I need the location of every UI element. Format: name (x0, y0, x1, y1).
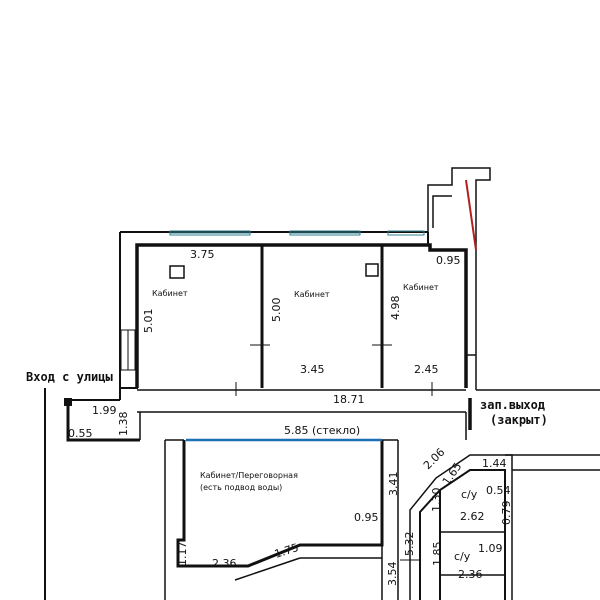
windows (120, 179, 477, 442)
dim-3-75: 3.75 (190, 248, 215, 261)
column-1 (64, 398, 72, 406)
dim-0-79: 0.79 (500, 501, 513, 526)
dim-2-45: 2.45 (414, 363, 439, 376)
room-label-meeting-1: Кабинет/Переговорная (200, 471, 298, 480)
dim-0-95-top: 0.95 (436, 254, 461, 267)
dim-3-54: 3.54 (386, 562, 399, 587)
dim-1-99: 1.99 (92, 404, 117, 417)
room-label-office-3: Кабинет (403, 283, 439, 292)
dim-1-75: 1.75 (273, 541, 300, 561)
room-label-office-1: Кабинет (152, 289, 188, 298)
emergency-exit-label-1: зап.выход (480, 398, 545, 412)
walls (44, 167, 600, 600)
dim-5-32: 5.32 (403, 532, 416, 557)
dim-0-54: 0.54 (486, 484, 511, 497)
dim-4-98: 4.98 (389, 296, 402, 321)
dim-0-95-mid: 0.95 (354, 511, 379, 524)
room-label-wc-2: с/у (454, 550, 471, 563)
dim-1-17: 1.17 (176, 542, 189, 567)
room-label-meeting-2: (есть подвод воды) (200, 483, 282, 492)
dim-2-36-left: 2.36 (212, 557, 237, 570)
room-label-office-2: Кабинет (294, 290, 330, 299)
dim-2-06: 2.06 (421, 446, 448, 473)
dim-1-38: 1.38 (117, 412, 130, 437)
room-label-wc-1: с/у (461, 488, 478, 501)
emergency-exit-label-2: (закрыт) (490, 413, 548, 427)
dim-1-44: 1.44 (482, 457, 507, 470)
dim-3-41: 3.41 (387, 472, 400, 497)
dim-2-62: 2.62 (460, 510, 485, 523)
fixture-square-2 (365, 263, 379, 277)
dim-1-09: 1.09 (478, 542, 503, 555)
accent-wall (465, 179, 477, 251)
dim-5-00: 5.00 (270, 298, 283, 323)
entrance-label: Вход с улицы (26, 370, 113, 384)
dim-2-36-right: 2.36 (458, 568, 483, 581)
window-office-3 (387, 230, 425, 236)
dim-5-85: 5.85 (стекло) (284, 424, 360, 437)
fixtures (64, 263, 433, 561)
dim-1-30: 1.30 (430, 488, 443, 513)
dim-3-45: 3.45 (300, 363, 325, 376)
dim-5-01: 5.01 (142, 309, 155, 334)
dim-1-65: 1.65 (440, 460, 465, 488)
dim-18-71: 18.71 (333, 393, 365, 406)
fixture-square-1 (169, 265, 185, 279)
dim-0-55: 0.55 (68, 427, 93, 440)
dim-1-85: 1.85 (431, 542, 444, 567)
